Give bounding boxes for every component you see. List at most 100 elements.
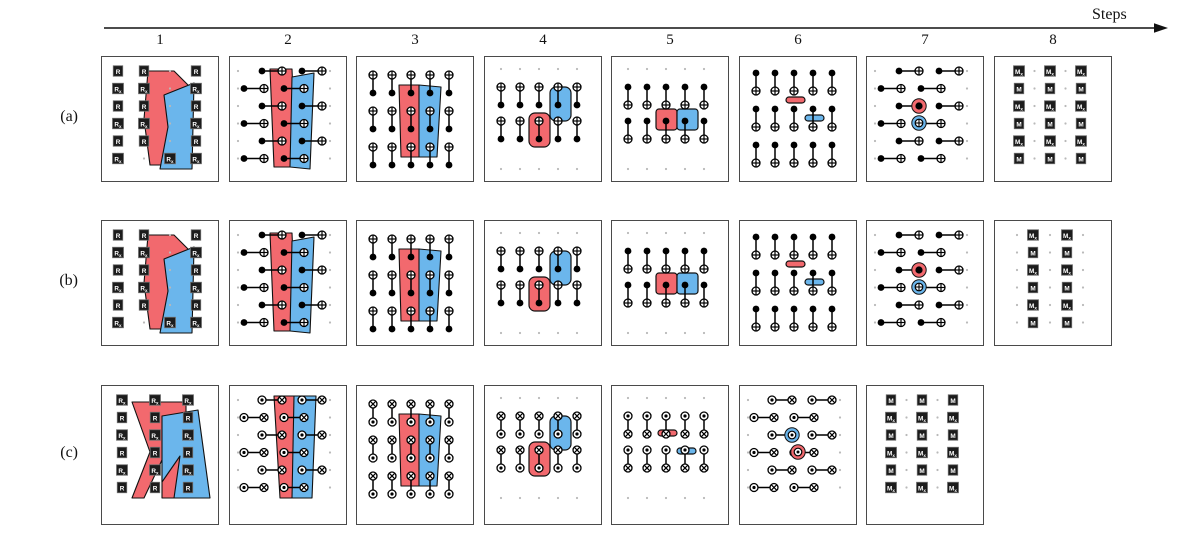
svg-text:R: R: [142, 268, 147, 275]
svg-text:Rx: Rx: [140, 251, 148, 258]
panel-row2-step4: [484, 220, 602, 346]
svg-text:Rx: Rx: [140, 286, 148, 293]
step-number-2: 2: [284, 32, 292, 48]
svg-text:M: M: [1047, 87, 1052, 94]
step-number-7: 7: [921, 32, 929, 48]
panel-row1-step2: [229, 56, 347, 182]
panel-row3-step5: [611, 385, 729, 525]
svg-text:Rx: Rx: [114, 122, 122, 129]
svg-text:R: R: [142, 233, 147, 240]
svg-text:R: R: [153, 416, 158, 423]
svg-text:R: R: [186, 416, 191, 423]
panel-row1-step5: [611, 56, 729, 182]
svg-text:M: M: [1078, 87, 1083, 94]
svg-text:Rx: Rx: [192, 157, 200, 164]
svg-text:M: M: [919, 398, 924, 405]
svg-text:Mx: Mx: [1046, 139, 1054, 146]
svg-text:Rx: Rx: [114, 157, 122, 164]
svg-text:Mx: Mx: [1077, 139, 1085, 146]
svg-text:Rx: Rx: [192, 251, 200, 258]
svg-text:M: M: [1078, 122, 1083, 129]
svg-text:Mx: Mx: [1077, 104, 1085, 111]
svg-text:M: M: [1030, 286, 1035, 293]
svg-text:R: R: [116, 104, 121, 111]
row-label-2: (b): [59, 272, 78, 289]
svg-text:R: R: [186, 451, 191, 458]
svg-text:R: R: [194, 104, 199, 111]
svg-text:R: R: [142, 303, 147, 310]
svg-text:R: R: [194, 268, 199, 275]
svg-text:Mx: Mx: [1046, 69, 1054, 76]
svg-text:M: M: [1016, 122, 1021, 129]
svg-text:R: R: [116, 69, 121, 76]
step-number-5: 5: [666, 32, 674, 48]
step-number-1: 1: [156, 32, 164, 48]
svg-text:Rx: Rx: [184, 398, 192, 405]
svg-text:Mx: Mx: [949, 486, 957, 493]
svg-text:M: M: [888, 433, 893, 440]
svg-text:M: M: [1016, 157, 1021, 164]
svg-text:Mx: Mx: [949, 416, 957, 423]
panel-row1-step4: [484, 56, 602, 182]
svg-text:R: R: [116, 268, 121, 275]
svg-text:M: M: [1030, 251, 1035, 258]
svg-text:R: R: [142, 69, 147, 76]
svg-text:Rx: Rx: [184, 468, 192, 475]
panel-row2-step5: [611, 220, 729, 346]
svg-text:Mx: Mx: [887, 451, 895, 458]
svg-text:M: M: [950, 468, 955, 475]
svg-text:M: M: [1078, 157, 1083, 164]
svg-text:Mx: Mx: [887, 416, 895, 423]
panel-row2-step7: [866, 220, 984, 346]
step-number-8: 8: [1049, 32, 1057, 48]
step-number-6: 6: [794, 32, 802, 48]
svg-text:Mx: Mx: [1015, 104, 1023, 111]
panel-row1-step6: [739, 56, 857, 182]
svg-text:M: M: [1064, 251, 1069, 258]
step-number-4: 4: [539, 32, 547, 48]
svg-text:Rx: Rx: [114, 251, 122, 258]
svg-text:R: R: [120, 451, 125, 458]
svg-text:Mx: Mx: [918, 416, 926, 423]
svg-text:Mx: Mx: [949, 451, 957, 458]
svg-text:Mx: Mx: [1015, 139, 1023, 146]
panel-row2-step6: [739, 220, 857, 346]
svg-text:Mx: Mx: [1029, 233, 1037, 240]
svg-text:M: M: [1047, 157, 1052, 164]
svg-text:M: M: [1064, 286, 1069, 293]
svg-text:Mx: Mx: [1046, 104, 1054, 111]
panel-row3-step3: [356, 385, 474, 525]
svg-text:R: R: [120, 486, 125, 493]
svg-text:Mx: Mx: [918, 486, 926, 493]
svg-text:R: R: [153, 451, 158, 458]
svg-text:Rx: Rx: [140, 122, 148, 129]
svg-text:R: R: [120, 416, 125, 423]
svg-text:R: R: [194, 139, 199, 146]
svg-text:Rx: Rx: [114, 286, 122, 293]
svg-text:R: R: [194, 233, 199, 240]
svg-text:Mx: Mx: [1029, 303, 1037, 310]
steps-axis-label: Steps: [1092, 6, 1127, 23]
svg-text:Rx: Rx: [151, 398, 159, 405]
svg-text:R: R: [194, 303, 199, 310]
svg-text:Rx: Rx: [184, 433, 192, 440]
svg-text:M: M: [1030, 321, 1035, 328]
svg-text:Mx: Mx: [1015, 69, 1023, 76]
svg-text:R: R: [142, 139, 147, 146]
svg-text:Mx: Mx: [1063, 233, 1071, 240]
row-label-3: (c): [60, 444, 78, 461]
row-label-1: (a): [60, 108, 78, 125]
svg-text:Rx: Rx: [166, 157, 174, 164]
svg-text:Mx: Mx: [1063, 268, 1071, 275]
svg-text:Mx: Mx: [1063, 303, 1071, 310]
svg-text:M: M: [1016, 87, 1021, 94]
steps-arrow: [104, 23, 1168, 33]
svg-text:Mx: Mx: [1029, 268, 1037, 275]
svg-text:Mx: Mx: [887, 486, 895, 493]
